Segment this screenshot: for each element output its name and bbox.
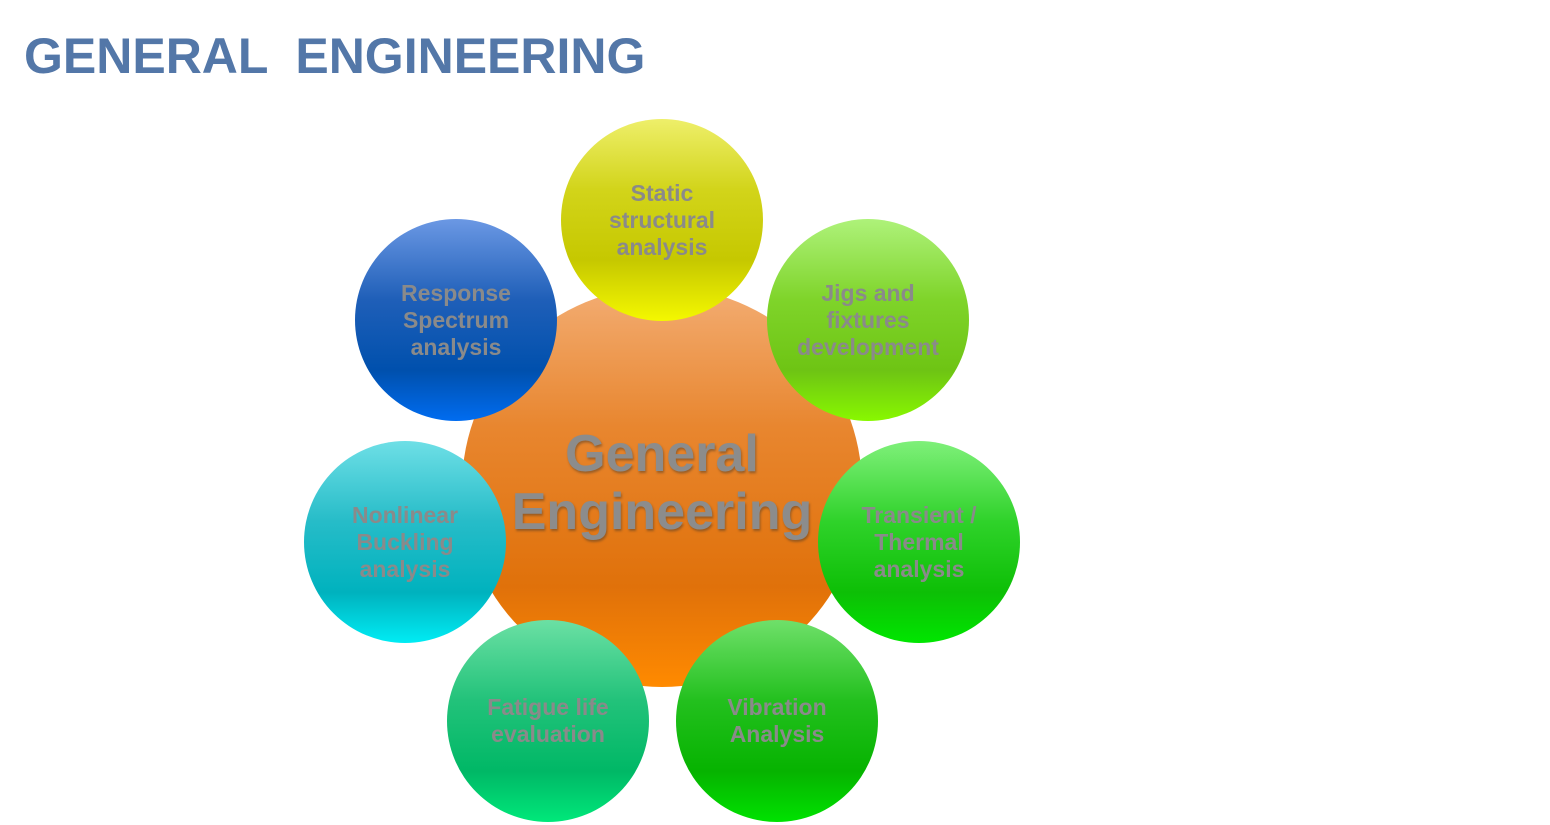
node-jigs-and-fixtures-development: Jigs and fixtures development	[767, 219, 969, 421]
node-vibration-analysis: Vibration Analysis	[676, 620, 878, 822]
node-label: Nonlinear Buckling analysis	[351, 501, 459, 582]
node-label: Static structural analysis	[608, 179, 716, 260]
node-nonlinear-buckling-analysis: Nonlinear Buckling analysis	[304, 441, 506, 643]
node-label: Transient / Thermal analysis	[861, 501, 977, 582]
node-label: Response Spectrum analysis	[401, 279, 511, 360]
center-hub-label: General Engineering	[511, 425, 813, 541]
node-label: Fatigue life evaluation	[487, 694, 609, 747]
node-transient-thermal-analysis: Transient / Thermal analysis	[818, 441, 1020, 643]
page-title: GENERAL ENGINEERING	[24, 28, 646, 84]
node-static-structural-analysis: Static structural analysis	[561, 119, 763, 321]
node-label: Jigs and fixtures development	[797, 279, 939, 360]
node-response-spectrum-analysis: Response Spectrum analysis	[355, 219, 557, 421]
node-fatigue-life-evaluation: Fatigue life evaluation	[447, 620, 649, 822]
node-label: Vibration Analysis	[727, 694, 827, 747]
